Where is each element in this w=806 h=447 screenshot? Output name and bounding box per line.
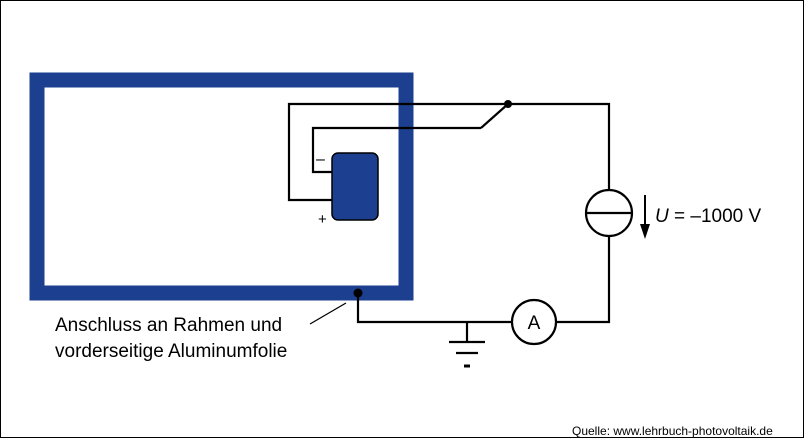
ammeter-label: A xyxy=(528,313,541,334)
voltage-label: U = –1000 V xyxy=(655,206,762,227)
voltage-source-icon xyxy=(584,188,634,238)
connection-label-line2: vorderseitige Aluminumfolie xyxy=(55,341,287,362)
ground-icon xyxy=(449,322,485,368)
solar-cell xyxy=(331,152,379,221)
positive-lead-wire xyxy=(287,102,508,202)
label-pointer-line xyxy=(309,302,347,325)
module-frame xyxy=(29,72,414,301)
source-credit: Quelle: www.lehrbuch-photovoltaik.de xyxy=(572,424,773,438)
voltage-symbol: U xyxy=(655,206,669,227)
frame-connection-wire xyxy=(356,293,512,324)
right-wire xyxy=(508,102,611,190)
voltage-arrow xyxy=(640,195,650,239)
connection-label-line1: Anschluss an Rahmen und xyxy=(55,315,282,336)
minus-terminal-label: – xyxy=(316,151,325,168)
negative-lead-wire xyxy=(311,126,481,174)
right-wire-lower xyxy=(556,236,611,324)
voltage-value: = –1000 V xyxy=(669,206,762,227)
plus-terminal-label: + xyxy=(318,211,327,228)
frame-connection-dot xyxy=(353,288,363,298)
